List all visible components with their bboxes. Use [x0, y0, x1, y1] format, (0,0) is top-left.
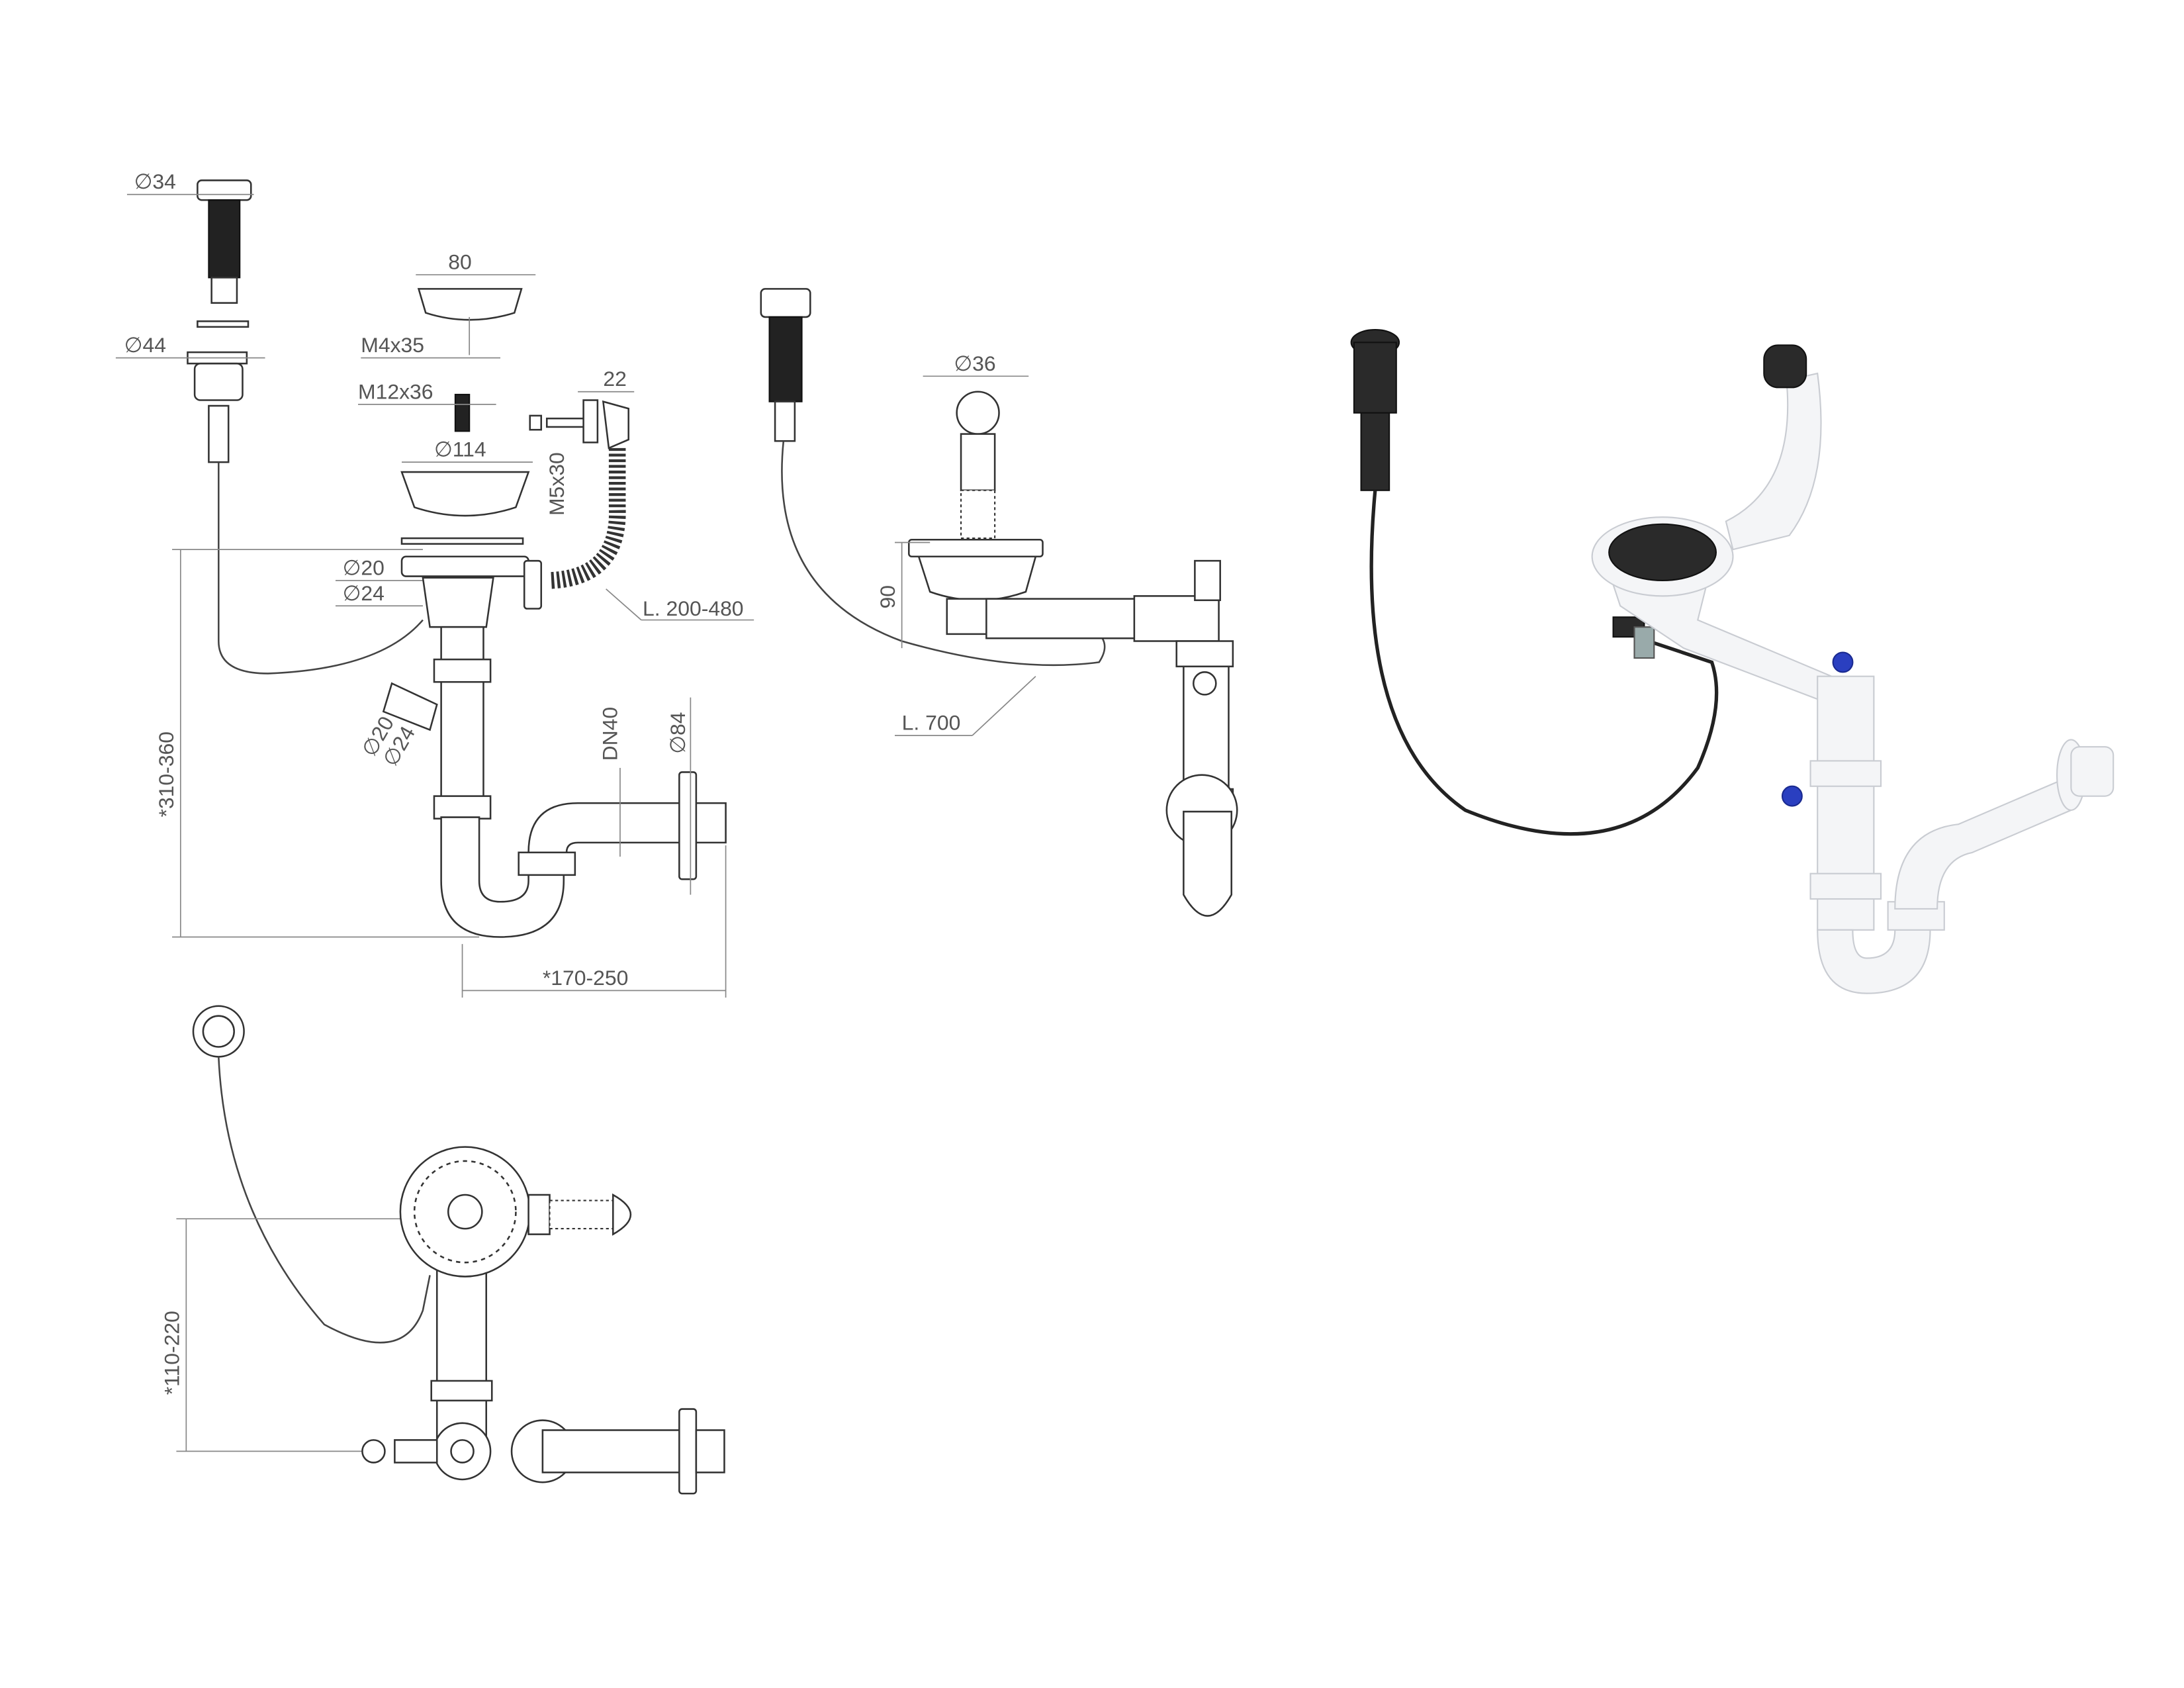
dim-height-range: *110-220 — [160, 1311, 184, 1395]
dim-inner-20: ∅20 — [343, 555, 385, 579]
cable — [218, 462, 424, 675]
popup-button-part: ∅34 — [126, 169, 254, 304]
dim-overflow-diameter: ∅36 — [954, 352, 995, 375]
dim-strainer-screw: M4x35 — [361, 333, 424, 357]
dim-overflow-screw: M5x30 — [545, 452, 569, 516]
basket-part: ∅114 — [400, 438, 533, 545]
dim-overflow-width: 22 — [603, 367, 627, 391]
dim-housing-diameter: ∅44 — [124, 333, 166, 357]
dim-inner-24: ∅24 — [343, 581, 385, 605]
dim-pipe-size: DN40 — [598, 707, 622, 761]
blue-plug-icon — [1832, 651, 1854, 673]
cable — [218, 1056, 431, 1344]
dim-strainer-width: 80 — [448, 250, 472, 274]
drain-body-part: ∅20 ∅24 ∅20 ∅24 — [335, 555, 543, 820]
dim-hose-length: L. 200-480 — [643, 596, 744, 620]
dim-cable-length: L. 700 — [902, 711, 961, 735]
button-housing-part: ∅44 — [115, 320, 265, 463]
overall-dimensions: *310-360 *170-250 — [154, 549, 727, 998]
overflow-part: 22 M5x30 L. 200-480 — [529, 367, 754, 621]
front-view-drawing: ∅36 90 L. 700 — [760, 288, 1238, 917]
strainer-part: 80 M4x35 M12x36 — [358, 250, 536, 432]
trap-part: DN40 ∅84 — [440, 697, 727, 938]
dim-depth-range: *170-250 — [543, 966, 629, 990]
dim-basket-diameter: ∅114 — [434, 438, 486, 461]
top-view-drawing: *110-220 — [160, 1005, 725, 1495]
side-view-drawing: ∅34 ∅44 80 M4x35 M12x36 ∅114 — [115, 169, 754, 998]
blue-plug-icon — [1781, 785, 1803, 807]
dim-button-diameter: ∅34 — [134, 169, 176, 193]
product-render — [1350, 329, 2115, 994]
dim-center-screw: M12x36 — [358, 379, 433, 403]
dim-height-range: *310-360 — [154, 731, 178, 818]
dim-height-offset: 90 — [876, 585, 899, 609]
dim-wall-flange: ∅84 — [666, 712, 690, 753]
